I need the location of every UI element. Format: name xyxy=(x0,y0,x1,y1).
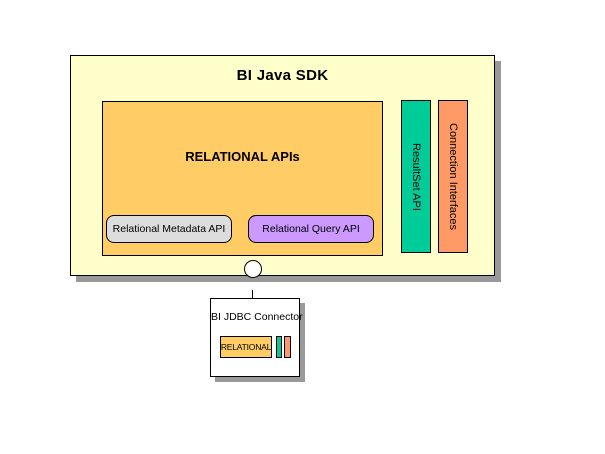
resultset-api-label: ResultSet API xyxy=(410,142,422,211)
relational-query-api-label: Relational Query API xyxy=(262,223,360,235)
connection-stripe-icon xyxy=(284,336,291,358)
connector-circle-joint xyxy=(244,260,262,278)
bi-jdbc-connector-box: BI JDBC Connector RELATIONAL xyxy=(210,298,303,377)
resultset-api-bar: ResultSet API xyxy=(401,100,431,253)
resultset-stripe-icon xyxy=(276,336,282,358)
connection-interfaces-bar: Connection Interfaces xyxy=(438,100,468,253)
bi-java-sdk-title: BI Java SDK xyxy=(236,67,329,84)
connector-line xyxy=(252,290,253,299)
bi-jdbc-connector-title: BI JDBC Connector xyxy=(211,311,303,323)
bi-java-sdk-box: BI Java SDK RELATIONAL APIs Relational M… xyxy=(70,55,495,276)
relational-chip: RELATIONAL xyxy=(220,336,272,358)
relational-metadata-api-box: Relational Metadata API xyxy=(106,215,232,243)
connection-interfaces-label: Connection Interfaces xyxy=(447,122,459,230)
relational-chip-label: RELATIONAL xyxy=(220,342,272,352)
relational-metadata-api-label: Relational Metadata API xyxy=(112,223,226,235)
relational-apis-box: RELATIONAL APIs Relational Metadata API … xyxy=(102,101,383,256)
relational-apis-label: RELATIONAL APIs xyxy=(185,149,300,164)
relational-query-api-box: Relational Query API xyxy=(248,215,374,243)
